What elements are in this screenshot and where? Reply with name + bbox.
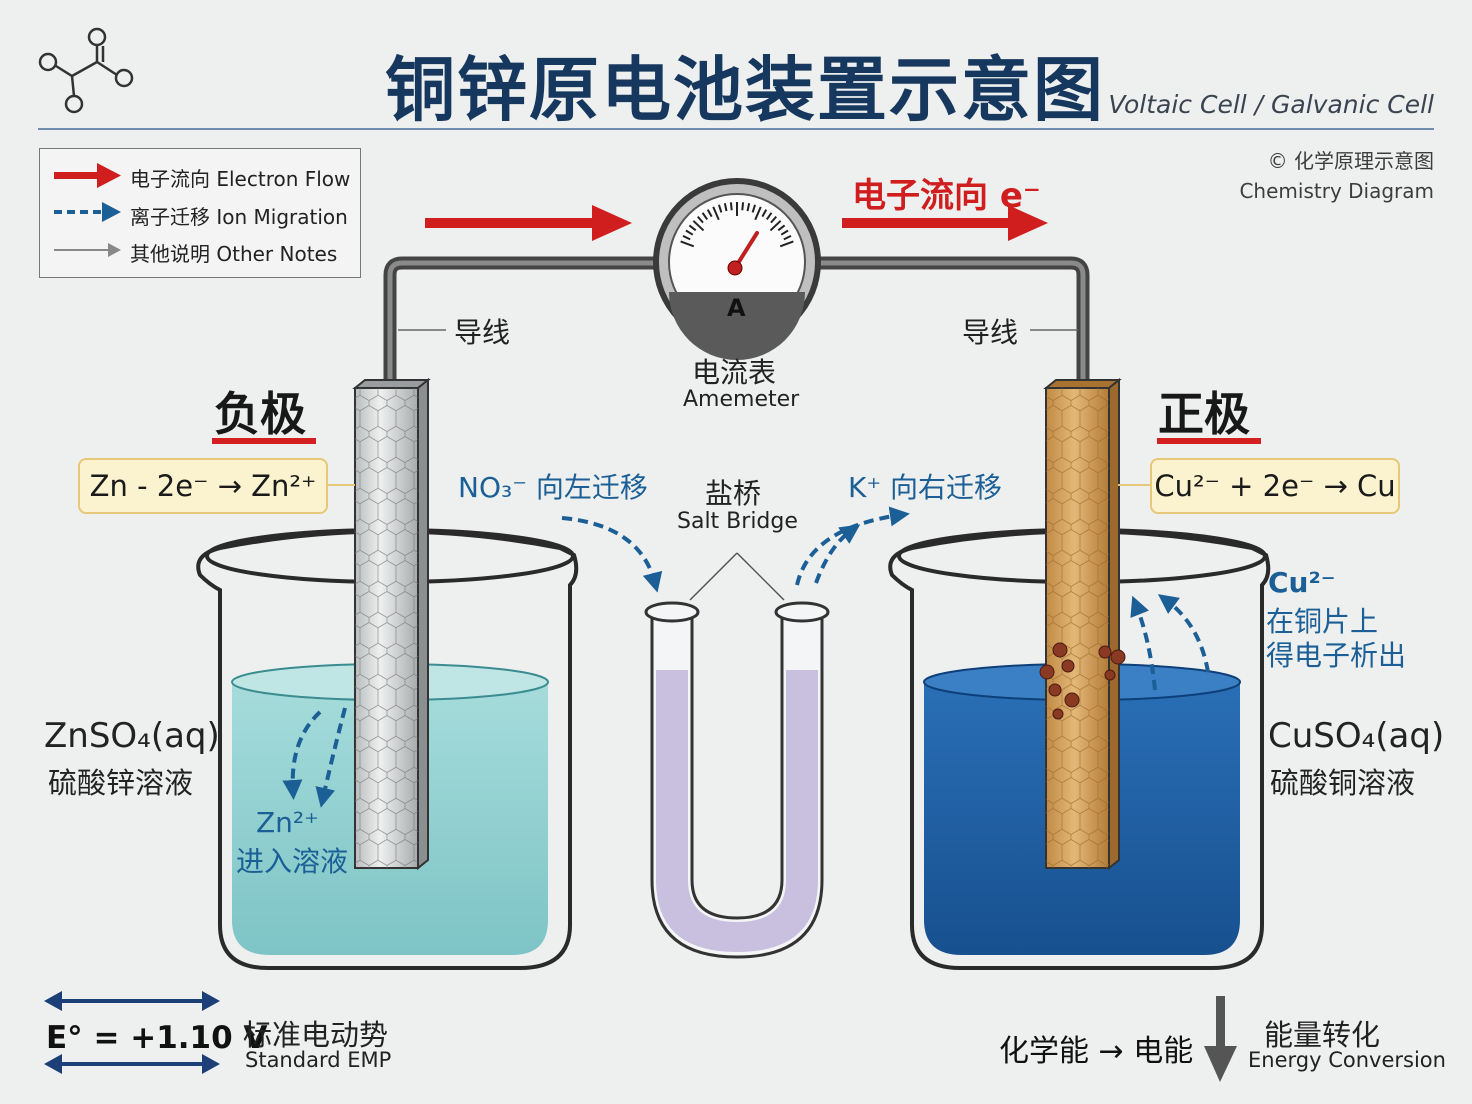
ammeter-tick [685, 229, 694, 236]
wire-left-label: 导线 [454, 316, 511, 349]
ammeter-tick [770, 215, 777, 224]
ammeter-label: 电流表 [692, 356, 777, 389]
electron-flow-label: 电子流向 e⁻ [852, 176, 1041, 216]
electron-flow-arrow-right [842, 205, 1048, 241]
electron-flow-arrow-left [425, 205, 632, 241]
ammeter-tick [706, 209, 713, 218]
ammeter-tick [780, 229, 789, 236]
cathode-ion-note-2: 在铜片上 [1266, 605, 1379, 638]
emf-arrows [44, 991, 220, 1074]
energy-down-arrow [1204, 996, 1237, 1082]
copper-deposits [1039, 642, 1126, 720]
salt-bridge-label: 盐桥 [705, 477, 762, 510]
copyright-note: © 化学原理示意图 Chemistry Diagram [1239, 146, 1434, 206]
copyright-line-2: Chemistry Diagram [1239, 179, 1434, 203]
legend: 电子流向 Electron Flow 离子迁移 Ion Migration 其他… [39, 148, 361, 278]
ammeter-symbol: A [727, 294, 746, 322]
energy-label-en: Energy Conversion [1248, 1048, 1446, 1072]
ammeter-tick [729, 202, 733, 211]
ammeter-tick [779, 240, 794, 248]
zinc-electrode [352, 377, 431, 871]
legend-swatches [54, 163, 121, 257]
emf-label: 标准电动势 [243, 1018, 389, 1052]
salt-bridge-left-ion: NO₃⁻ 向左迁移 [458, 471, 648, 504]
ammeter-tick [682, 234, 691, 241]
emf-value: E° = +1.10 V [46, 1020, 268, 1056]
ammeter-tick [746, 203, 751, 212]
salt-bridge-label-en: Salt Bridge [677, 509, 798, 534]
ammeter-tick [688, 224, 697, 232]
ammeter-tick [777, 224, 786, 232]
anode-solution-cn: 硫酸锌溶液 [48, 766, 194, 800]
page-title: 铜锌原电池装置示意图 [385, 49, 1105, 131]
anode-underline [212, 438, 316, 444]
cathode-underline [1157, 438, 1261, 444]
anode-reaction: Zn - 2e⁻ → Zn²⁺ [78, 458, 328, 514]
salt-bridge-right-ion: K⁺ 向右迁移 [848, 471, 1003, 504]
legend-blue-dashed-arrow-icon [54, 202, 121, 222]
anode-title: 负极 [214, 387, 306, 441]
cathode-ion-note-3: 得电子析出 [1266, 639, 1407, 672]
legend-item-ion-migration: 离子迁移 Ion Migration [130, 205, 348, 229]
title-rule [38, 128, 1434, 130]
ammeter-tick [692, 220, 705, 232]
ammeter-tick [697, 215, 704, 224]
page-subtitle: Voltaic Cell / Galvanic Cell [1108, 90, 1434, 119]
ammeter-tick [680, 240, 695, 248]
ammeter-tick [769, 220, 782, 232]
ion-migration-arrows [282, 506, 1210, 808]
ammeter-tick [741, 202, 745, 211]
wire-right-label: 导线 [962, 316, 1019, 349]
ammeter-tick [751, 204, 756, 213]
ammeter-label-en: Amemeter [683, 387, 800, 412]
ammeter-tick [701, 212, 708, 220]
cathode-title: 正极 [1158, 387, 1250, 441]
ammeter-tick [712, 206, 720, 221]
ammeter-gauge [653, 178, 821, 360]
legend-item-other-notes: 其他说明 Other Notes [130, 242, 338, 266]
molecule-icon [38, 27, 134, 114]
anode-ion-note-2: 进入溶液 [236, 845, 349, 878]
legend-item-electron-flow: 电子流向 Electron Flow [130, 167, 351, 191]
ammeter-tick [783, 234, 792, 241]
ammeter-tick [723, 203, 728, 212]
cathode-ion-note-1: Cu²⁻ [1268, 566, 1336, 599]
ammeter-tick [718, 204, 723, 213]
salt-bridge-tube [644, 552, 830, 959]
ammeter-tick [754, 206, 762, 221]
energy-conversion: 化学能 → 电能 [999, 1034, 1194, 1069]
anode-ion-note-1: Zn²⁺ [256, 806, 319, 839]
energy-label: 能量转化 [1264, 1018, 1381, 1052]
legend-red-arrow-icon [54, 163, 121, 188]
anode-solution: ZnSO₄(aq) [44, 716, 220, 756]
legend-gray-arrow-icon [54, 243, 121, 257]
cathode-solution-cn: 硫酸铜溶液 [1270, 766, 1416, 800]
copyright-line-1: © 化学原理示意图 [1267, 149, 1434, 173]
copper-electrode [1043, 377, 1122, 871]
cathode-reaction: Cu²⁻ + 2e⁻ → Cu [1150, 458, 1400, 514]
ammeter-tick [761, 209, 768, 218]
ammeter-tick [766, 212, 773, 220]
emf-label-en: Standard EMP [245, 1048, 392, 1072]
cathode-solution: CuSO₄(aq) [1268, 716, 1445, 756]
